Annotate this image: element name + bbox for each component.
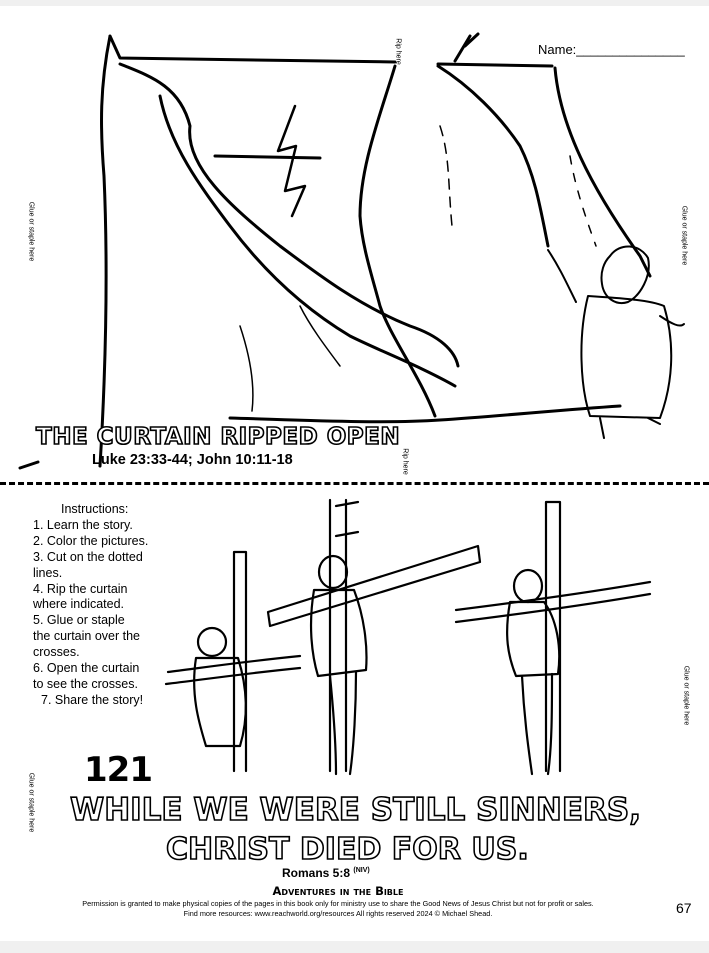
verse-reference: Romans 5:8 (NIV) [282, 866, 370, 880]
name-field-label[interactable]: Name:_______________ [538, 42, 685, 57]
instruction-line: 1. Learn the story. [33, 517, 133, 532]
scripture-reference: Luke 23:33-44; John 10:11-18 [92, 452, 293, 468]
resources-text: Find more resources: www.reachworld.org/… [183, 909, 493, 918]
series-title: Adventures in the Bible [272, 884, 404, 898]
page-number: 67 [676, 900, 692, 916]
three-crosses-illustration [164, 498, 652, 776]
torn-curtain-illustration [18, 32, 685, 470]
verse-line-2: CHRIST DIED FOR US. [165, 831, 529, 868]
curtain-title: THE CURTAIN RIPPED OPEN [35, 423, 401, 451]
instruction-line: crosses. [33, 645, 80, 660]
verse-line-1: WHILE WE WERE STILL SINNERS, [69, 791, 642, 829]
instructions-heading: Instructions: [61, 502, 129, 516]
verse-reference-text: Romans 5:8 [282, 866, 351, 880]
instruction-line: 6. Open the curtain [33, 661, 140, 676]
instruction-line: 2. Color the pictures. [33, 533, 149, 548]
instruction-line: the curtain over the [33, 629, 141, 644]
instruction-line: to see the crosses. [33, 676, 138, 691]
instruction-line: 4. Rip the curtain [33, 581, 128, 596]
permission-text: Permission is granted to make physical c… [82, 899, 594, 908]
worksheet-page: Name:_______________ Rip here Rip here G… [0, 6, 709, 941]
instruction-line: 7. Share the story! [41, 692, 144, 707]
instruction-line: 3. Cut on the dotted [33, 549, 143, 564]
instruction-line: lines. [33, 565, 63, 580]
instruction-line: 5. Glue or staple [33, 613, 125, 628]
instructions-block: Instructions: 1. Learn the story. 2. Col… [33, 502, 173, 709]
cut-line [0, 482, 709, 485]
instruction-line: where indicated. [33, 597, 125, 612]
lesson-number: 121 [84, 750, 153, 790]
verse-version: (NIV) [353, 867, 370, 874]
